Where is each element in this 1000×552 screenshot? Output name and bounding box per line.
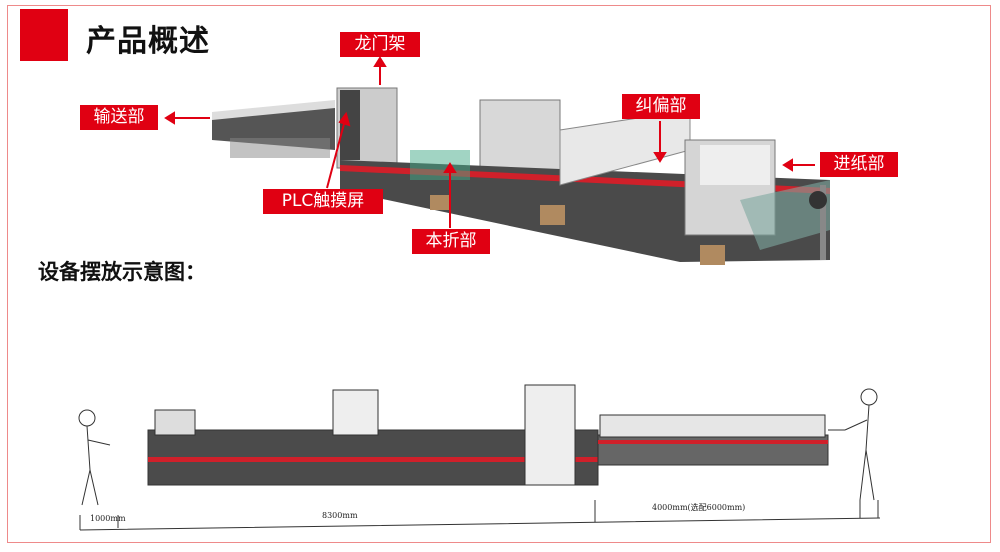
callout-conveyor: 输送部 [80,105,158,130]
callout-correction: 纠偏部 [622,94,700,119]
machine-photo [212,87,830,265]
dimension-4000: 4000mm(选配6000mm) [652,503,746,512]
callout-plc: PLC触摸屏 [263,189,383,214]
section-title: 设备摆放示意图： [38,260,206,284]
callout-feeder: 进纸部 [820,152,898,177]
page-frame [7,5,991,543]
page-title: 产品概述 [86,24,210,59]
callout-gantry: 龙门架 [340,32,420,57]
title-accent-block [20,9,68,61]
callout-folding: 本折部 [412,229,490,254]
layout-drawing [78,384,881,531]
dimension-1000: 1000mm [90,514,126,523]
dimension-8300: 8300mm [322,511,358,520]
